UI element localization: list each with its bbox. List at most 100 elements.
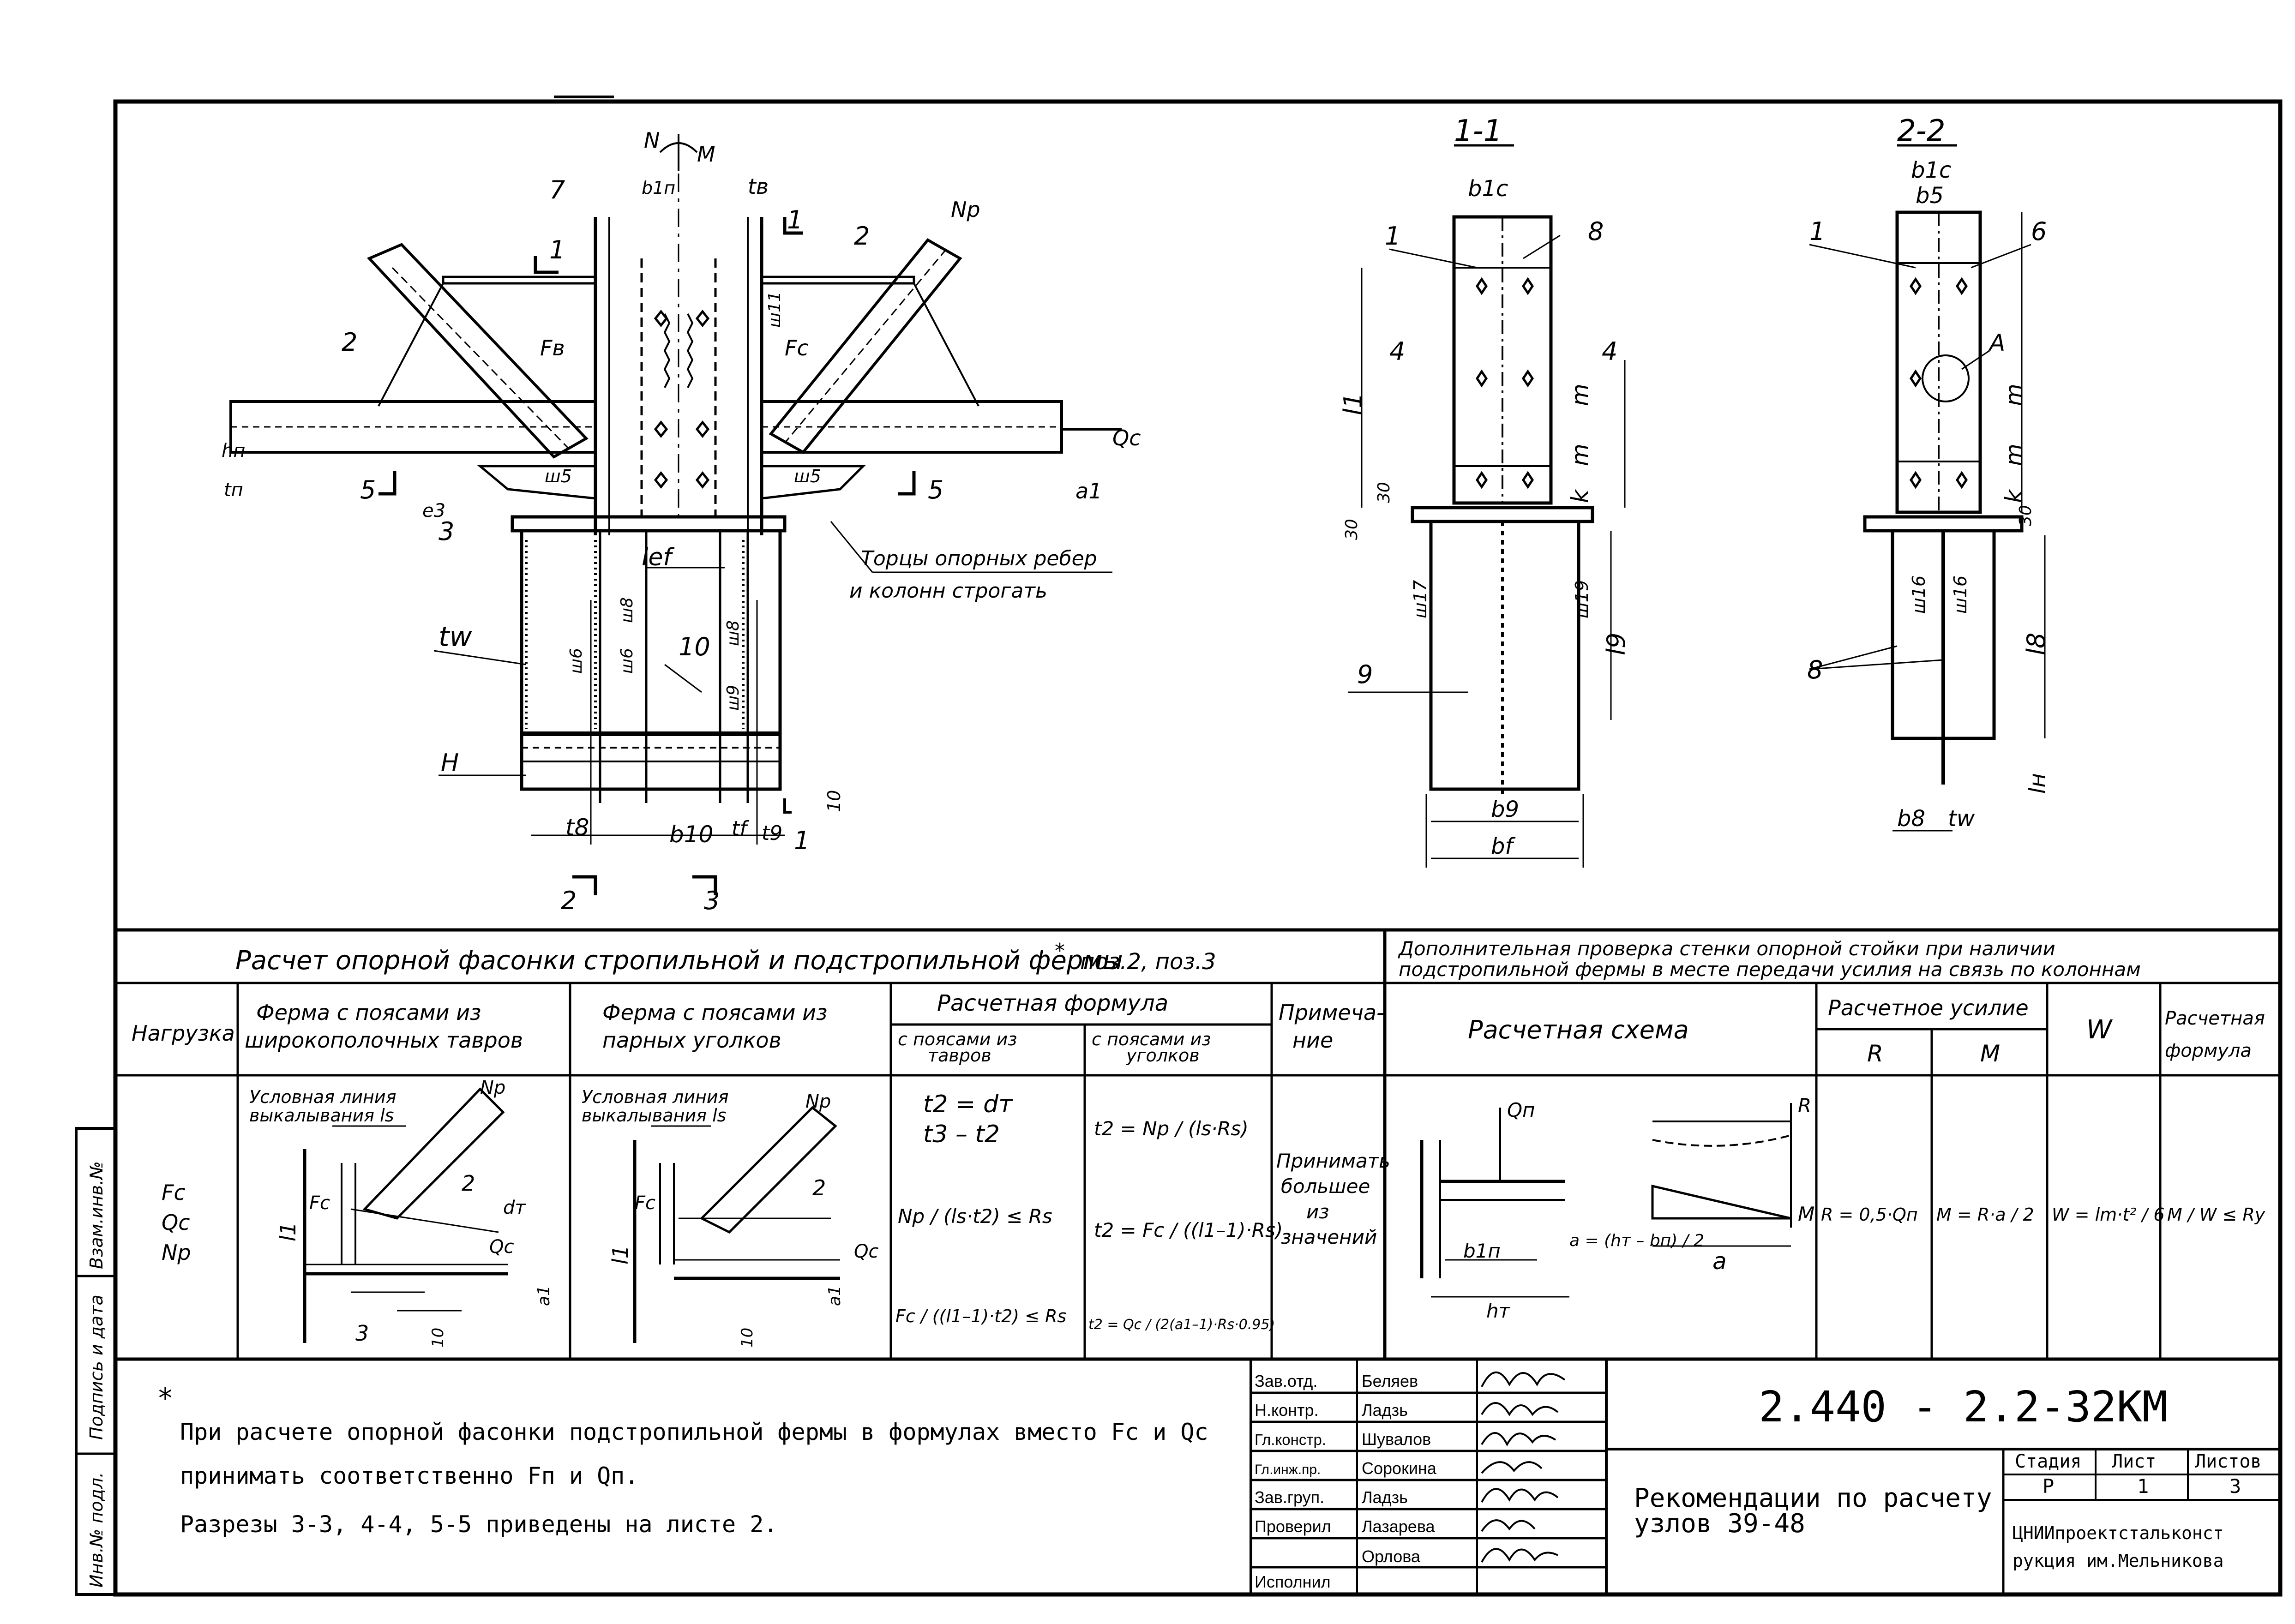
org-line2: рукция им.Мельникова (2013, 1551, 2224, 1571)
weld-w6-b: ш6 (618, 648, 637, 674)
sa-Qc: Qc (854, 1241, 878, 1262)
sc-b1n: b1п (1463, 1240, 1501, 1262)
sec11-w17: ш17 (1410, 580, 1430, 618)
sa-a1: a1 (825, 1285, 844, 1306)
sec22-m2: m (2001, 443, 2027, 466)
hdr-angle-2: парных уголков (602, 1028, 781, 1053)
sig-role-5: Проверил (1255, 1517, 1331, 1536)
sheet-frame (113, 96, 2283, 1597)
sec22-d30: 30 (2016, 505, 2035, 526)
sec11-bf: bf (1491, 833, 1515, 859)
note-3: значений (1281, 1226, 1377, 1248)
hdr-formula-tee-2: тавров (928, 1045, 991, 1066)
pos-7-node: 7 (549, 175, 565, 204)
sec22-pos1: 1 (1809, 217, 1825, 246)
val-W: W = lm·t² / 6 (2052, 1205, 2165, 1225)
sig-name-2: Шувалов (1362, 1430, 1431, 1449)
ft-0: t2 = dт (923, 1091, 1013, 1118)
hdr-tee-2: широкополочных тавров (245, 1028, 523, 1053)
sec22-b8: b8 (1897, 806, 1925, 832)
label-lef: lef (642, 544, 674, 571)
fa-2: t2 = Qc / (2(a1–1)·Rs·0.95) (1088, 1317, 1275, 1333)
sec11-l1: l1 (1339, 393, 1368, 415)
hdr-M: M (1980, 1040, 2000, 1067)
sec-3-bottom: 3 (704, 886, 720, 915)
sig-name-1: Ладзь (1362, 1401, 1408, 1420)
sec-5-right: 5 (928, 475, 943, 504)
title-block (1250, 1359, 2280, 1594)
sketch-angle (633, 1106, 840, 1343)
sec22-pos8: 8 (1807, 655, 1823, 684)
sec11-pos8: 8 (1588, 217, 1604, 246)
table-right-title-1: Дополнительная проверка стенки опорной с… (1398, 937, 2055, 960)
sec11-pos4-right: 4 (1602, 337, 1617, 366)
st-cond-1: Условная линия (249, 1087, 396, 1107)
st-2: 2 (462, 1171, 475, 1196)
table-left-title: Расчет опорной фасонки стропильной и под… (235, 939, 1216, 976)
sec22-lh: lн (2025, 773, 2050, 794)
sec11-d30-bot: 30 (1342, 519, 1361, 540)
side-stamp: Инв.№ подл. Подпись и дата Взам.инв.№ (75, 1127, 117, 1596)
sig-role-3: Гл.инж.пр. (1255, 1462, 1321, 1477)
sheet-value: 1 (2137, 1475, 2149, 1498)
scheme-drawing (1420, 1103, 1792, 1298)
label-t9: t9 (762, 821, 782, 845)
stage-value: Р (2043, 1475, 2054, 1498)
ft-1: t3 – t2 (923, 1121, 1000, 1148)
weld-w6-a: ш6 (567, 648, 586, 674)
load-Np: Np (162, 1240, 191, 1265)
val-R: R = 0,5·Qп (1821, 1205, 1918, 1225)
ft-2: Np / (ls·t2) ≤ Rs (898, 1205, 1052, 1228)
hdr-load: Нагрузка (132, 1021, 235, 1046)
sec11-title: 1-1 (1454, 114, 1502, 148)
sc-a: a (1712, 1248, 1727, 1275)
label-tw: tw (439, 621, 473, 653)
sec-5-left: 5 (360, 475, 376, 504)
sec22-A: А (1988, 330, 2005, 356)
section-2-2 (1809, 144, 2046, 832)
st-3: 3 (355, 1321, 369, 1346)
pos-10-node: 10 (679, 632, 710, 661)
loads-column: Fc Qc Np (162, 1180, 191, 1265)
tables-grid (115, 930, 2280, 1359)
label-tf: tf (732, 817, 750, 840)
note-asterisk: * (157, 1382, 174, 1414)
sec22-m1: m (2001, 384, 2027, 406)
label-H: H (441, 749, 459, 777)
hdr-R: R (1867, 1040, 1883, 1067)
label-b1n: b1п (642, 178, 675, 198)
st-Qc: Qc (489, 1236, 514, 1258)
callout-line2: и колонн строгать (849, 579, 1047, 603)
sig-role-1: Н.контр. (1255, 1401, 1319, 1420)
table-right-title-2: подстропильной фермы в месте передачи ус… (1399, 958, 2141, 981)
drawing-title-2: узлов 39-48 (1634, 1509, 1805, 1539)
node-labels: N M tв b1п Np Qc Fc Fв hп tп a1 e3 lef t… (222, 128, 1141, 915)
hdr-note-1: Примеча- (1279, 1000, 1384, 1025)
fa-0: t2 = Np / (ls·Rs) (1094, 1117, 1249, 1140)
sa-10: 10 (738, 1328, 757, 1348)
section-2-2-labels: 2-2 b1c b5 1 6 А m m k 30 ш16 ш16 l8 lн … (1807, 114, 2051, 832)
sa-cond-1: Условная линия (582, 1087, 728, 1107)
sec22-pos6: 6 (2031, 217, 2047, 246)
sa-l1: l1 (608, 1245, 633, 1264)
sec-1-bottom: 1 (794, 826, 810, 855)
sec22-tw: tw (1948, 806, 1975, 832)
sketch-tee-labels: Условная линия выкалывания ls Np Fc l1 2… (249, 1077, 553, 1348)
label-Fc: Fc (785, 336, 809, 360)
pos-3-node: 3 (439, 517, 454, 546)
signatures: Зав.отд. Беляев Н.контр. Ладзь Гл.констр… (1255, 1372, 1437, 1591)
hdr-scheme: Расчетная схема (1468, 1015, 1689, 1044)
hdr-W: W (2086, 1015, 2113, 1045)
label-ttop: tв (748, 174, 769, 199)
sec11-b9: b9 (1491, 797, 1519, 822)
sc-M: M (1798, 1203, 1814, 1225)
st-dT: dт (503, 1197, 526, 1218)
note-line1: При расчете опорной фасонки подстропильн… (180, 1419, 1208, 1445)
st-l1: l1 (276, 1222, 300, 1241)
hdr-formula-tee-1: с поясами из (898, 1029, 1017, 1049)
label-e3: e3 (422, 500, 445, 521)
val-M: M = R·a / 2 (1936, 1205, 2034, 1225)
sc-R: R (1798, 1094, 1811, 1117)
section-1-1-labels: 1-1 b1c 1 8 4 4 l1 m m k 30 30 ш17 ш19 l… (1339, 114, 1631, 859)
